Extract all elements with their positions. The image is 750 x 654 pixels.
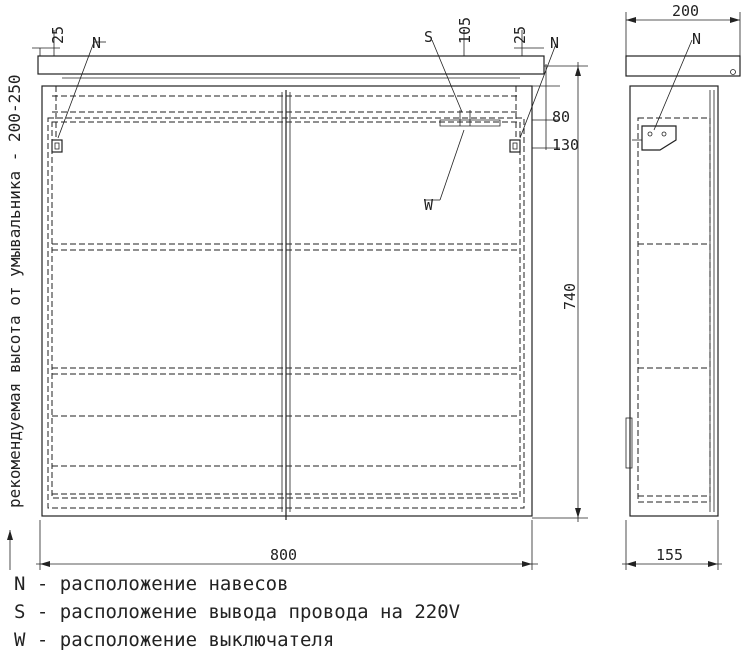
label-n-right: N: [550, 34, 559, 52]
outlet-symbol: [439, 119, 501, 127]
front-view: 25 N 105 25 S N W 80 130 7: [32, 17, 588, 570]
dim-200: 200: [672, 2, 699, 20]
dim-25-right: 25: [511, 26, 529, 44]
hanger-left: [51, 139, 63, 153]
label-w: W: [424, 196, 434, 214]
dim-130: 130: [552, 136, 579, 154]
side-cabinet-body: [629, 85, 719, 517]
dim-80: 80: [552, 108, 570, 126]
side-hanger: [641, 125, 677, 151]
label-s: S: [424, 28, 433, 46]
front-cabinet-body: [41, 85, 533, 517]
vertical-note-group: рекомендуемая высота от умывальника - 20…: [5, 75, 24, 570]
dim-155: 155: [656, 546, 683, 564]
label-n-side: N: [692, 30, 701, 48]
front-top-shelf: [37, 55, 545, 75]
dim-105: 105: [456, 17, 474, 44]
legend-item-w: W - расположение выключателя: [14, 629, 334, 651]
dim-800: 800: [270, 546, 297, 564]
legend-item-n: N - расположение навесов: [14, 573, 289, 595]
dim-740: 740: [561, 283, 579, 310]
legend: N - расположение навесов S - расположени…: [14, 573, 460, 651]
inner-frame-dashed: [47, 117, 525, 509]
legend-item-s: S - расположение вывода провода на 220V: [14, 601, 460, 623]
hanger-right: [509, 139, 521, 153]
vertical-note: рекомендуемая высота от умывальника - 20…: [5, 75, 24, 508]
dim-25-left: 25: [49, 26, 67, 44]
side-top-shelf: [625, 55, 741, 77]
label-n-left: N: [92, 34, 101, 52]
side-view: 200 N 155: [622, 2, 741, 570]
